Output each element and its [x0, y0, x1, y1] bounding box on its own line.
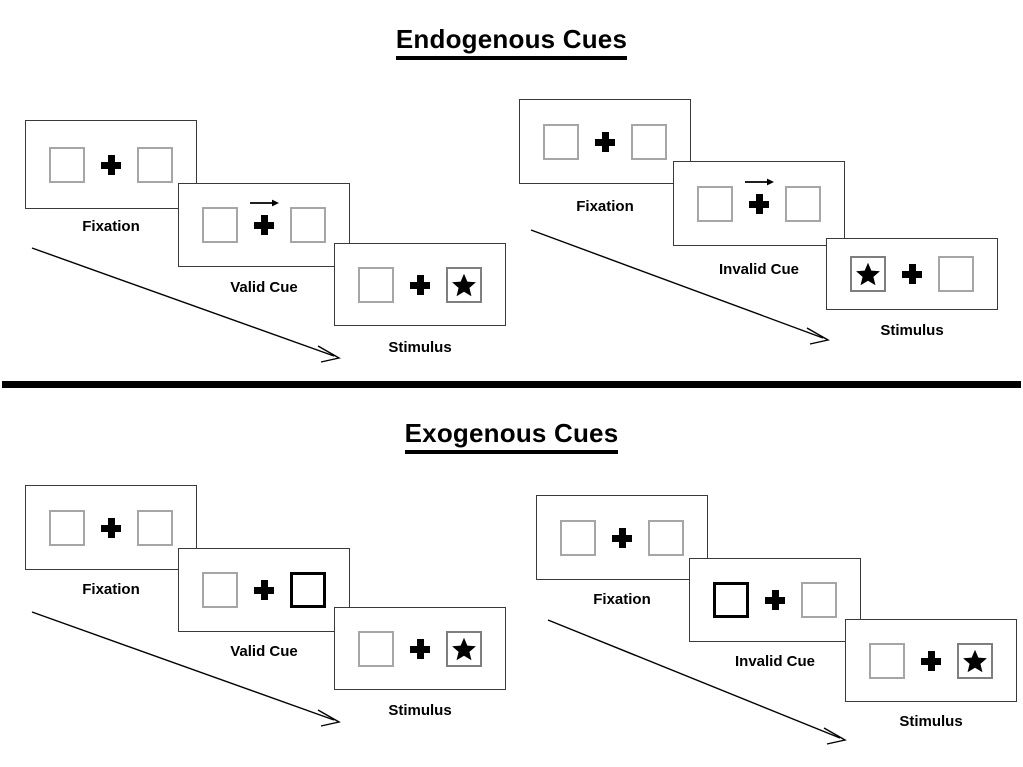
- right-box-target: [446, 266, 482, 303]
- panel-content: [713, 582, 837, 618]
- left-box: [358, 266, 394, 303]
- panel-exogenous-valid-fixation: [25, 485, 197, 570]
- plus-icon: [749, 193, 769, 214]
- plus-icon: [902, 264, 922, 284]
- panel-content: [49, 146, 173, 183]
- panel-content: [869, 642, 993, 679]
- fixation-cross-wrap: [749, 590, 801, 610]
- fixation-cross-wrap: [238, 580, 290, 600]
- panel-content: [543, 123, 667, 160]
- plus-icon: [595, 131, 615, 152]
- plus-icon: [101, 154, 121, 175]
- fixation-cross-wrap: [394, 274, 446, 295]
- section-title-exogenous-text: Exogenous Cues: [404, 418, 619, 454]
- caption-exogenous-valid-cue: Valid Cue: [230, 643, 298, 660]
- panel-endogenous-invalid-cue: [673, 161, 845, 246]
- panel-content: [560, 519, 684, 556]
- panel-exogenous-valid-cue: [178, 548, 350, 632]
- right-box-target: [957, 642, 993, 679]
- plus-icon: [410, 638, 430, 659]
- star-icon: [963, 649, 987, 672]
- arrow-right-icon: [250, 199, 279, 207]
- caption-endogenous-invalid-fixation: Fixation: [576, 198, 634, 215]
- caption-exogenous-valid-stimulus: Stimulus: [388, 702, 452, 719]
- plus-icon: [921, 650, 941, 671]
- left-box: [358, 630, 394, 667]
- section-title-endogenous-text: Endogenous Cues: [395, 24, 628, 60]
- caption-endogenous-valid-cue: Valid Cue: [230, 279, 298, 296]
- left-box: [49, 509, 85, 546]
- star-icon: [452, 637, 476, 660]
- right-box-cued: [290, 572, 326, 608]
- star-icon: [452, 273, 476, 296]
- right-box-target: [446, 630, 482, 667]
- panel-content: [202, 572, 326, 608]
- caption-endogenous-valid-fixation: Fixation: [82, 218, 140, 235]
- fixation-cross-wrap: [238, 199, 290, 235]
- caption-endogenous-invalid-cue: Invalid Cue: [718, 261, 800, 278]
- plus-icon: [765, 590, 785, 610]
- caption-exogenous-invalid-stimulus: Stimulus: [899, 713, 963, 730]
- panel-content: [49, 509, 173, 546]
- panel-exogenous-invalid-fixation: [536, 495, 708, 580]
- caption-exogenous-invalid-cue: Invalid Cue: [734, 653, 816, 670]
- caption-exogenous-valid-fixation: Fixation: [82, 581, 140, 598]
- panel-content: [850, 256, 974, 292]
- left-box: [202, 572, 238, 608]
- panel-endogenous-invalid-stimulus: [826, 238, 998, 310]
- time-arrow-icon-endogenous-valid: [31, 247, 341, 363]
- right-box: [137, 146, 173, 183]
- caption-exogenous-invalid-fixation: Fixation: [593, 591, 651, 608]
- plus-icon: [101, 517, 121, 538]
- plus-icon: [254, 580, 274, 600]
- fixation-cross-wrap: [85, 517, 137, 538]
- section-divider: [2, 381, 1021, 388]
- panel-exogenous-invalid-cue: [689, 558, 861, 642]
- right-box: [290, 207, 326, 243]
- right-box: [137, 509, 173, 546]
- left-box-target: [850, 256, 886, 292]
- left-box: [560, 519, 596, 556]
- plus-icon: [254, 215, 274, 235]
- panel-endogenous-invalid-fixation: [519, 99, 691, 184]
- fixation-cross-wrap: [85, 154, 137, 175]
- caption-endogenous-valid-stimulus: Stimulus: [388, 339, 452, 356]
- panel-content: [202, 199, 326, 243]
- panel-exogenous-valid-stimulus: [334, 607, 506, 690]
- fixation-cross-wrap: [886, 264, 938, 284]
- panel-content: [697, 178, 821, 222]
- left-box: [49, 146, 85, 183]
- left-box: [697, 185, 733, 222]
- section-title-exogenous: Exogenous Cues: [0, 418, 1023, 454]
- time-arrow-icon-exogenous-valid: [31, 611, 341, 727]
- left-box: [869, 642, 905, 679]
- right-box: [938, 256, 974, 292]
- right-box: [648, 519, 684, 556]
- right-box: [631, 123, 667, 160]
- plus-icon: [410, 274, 430, 295]
- fixation-cross-wrap: [733, 178, 785, 214]
- fixation-cross-wrap: [579, 131, 631, 152]
- panel-content: [358, 630, 482, 667]
- right-box: [785, 185, 821, 222]
- fixation-cross-wrap: [905, 650, 957, 671]
- fixation-cross-wrap: [596, 527, 648, 548]
- panel-content: [358, 266, 482, 303]
- fixation-cross-wrap: [394, 638, 446, 659]
- left-box: [543, 123, 579, 160]
- panel-exogenous-invalid-stimulus: [845, 619, 1017, 702]
- left-box-cued: [713, 582, 749, 618]
- arrow-right-icon: [745, 178, 774, 185]
- left-box: [202, 207, 238, 243]
- panel-endogenous-valid-fixation: [25, 120, 197, 209]
- panel-endogenous-valid-stimulus: [334, 243, 506, 326]
- star-icon: [856, 262, 880, 286]
- time-arrow-icon-endogenous-invalid: [530, 229, 830, 345]
- section-title-endogenous: Endogenous Cues: [0, 24, 1023, 60]
- caption-endogenous-invalid-stimulus: Stimulus: [880, 322, 944, 339]
- time-arrow-icon-exogenous-invalid: [547, 619, 847, 745]
- right-box: [801, 582, 837, 618]
- panel-endogenous-valid-cue: [178, 183, 350, 267]
- plus-icon: [612, 527, 632, 548]
